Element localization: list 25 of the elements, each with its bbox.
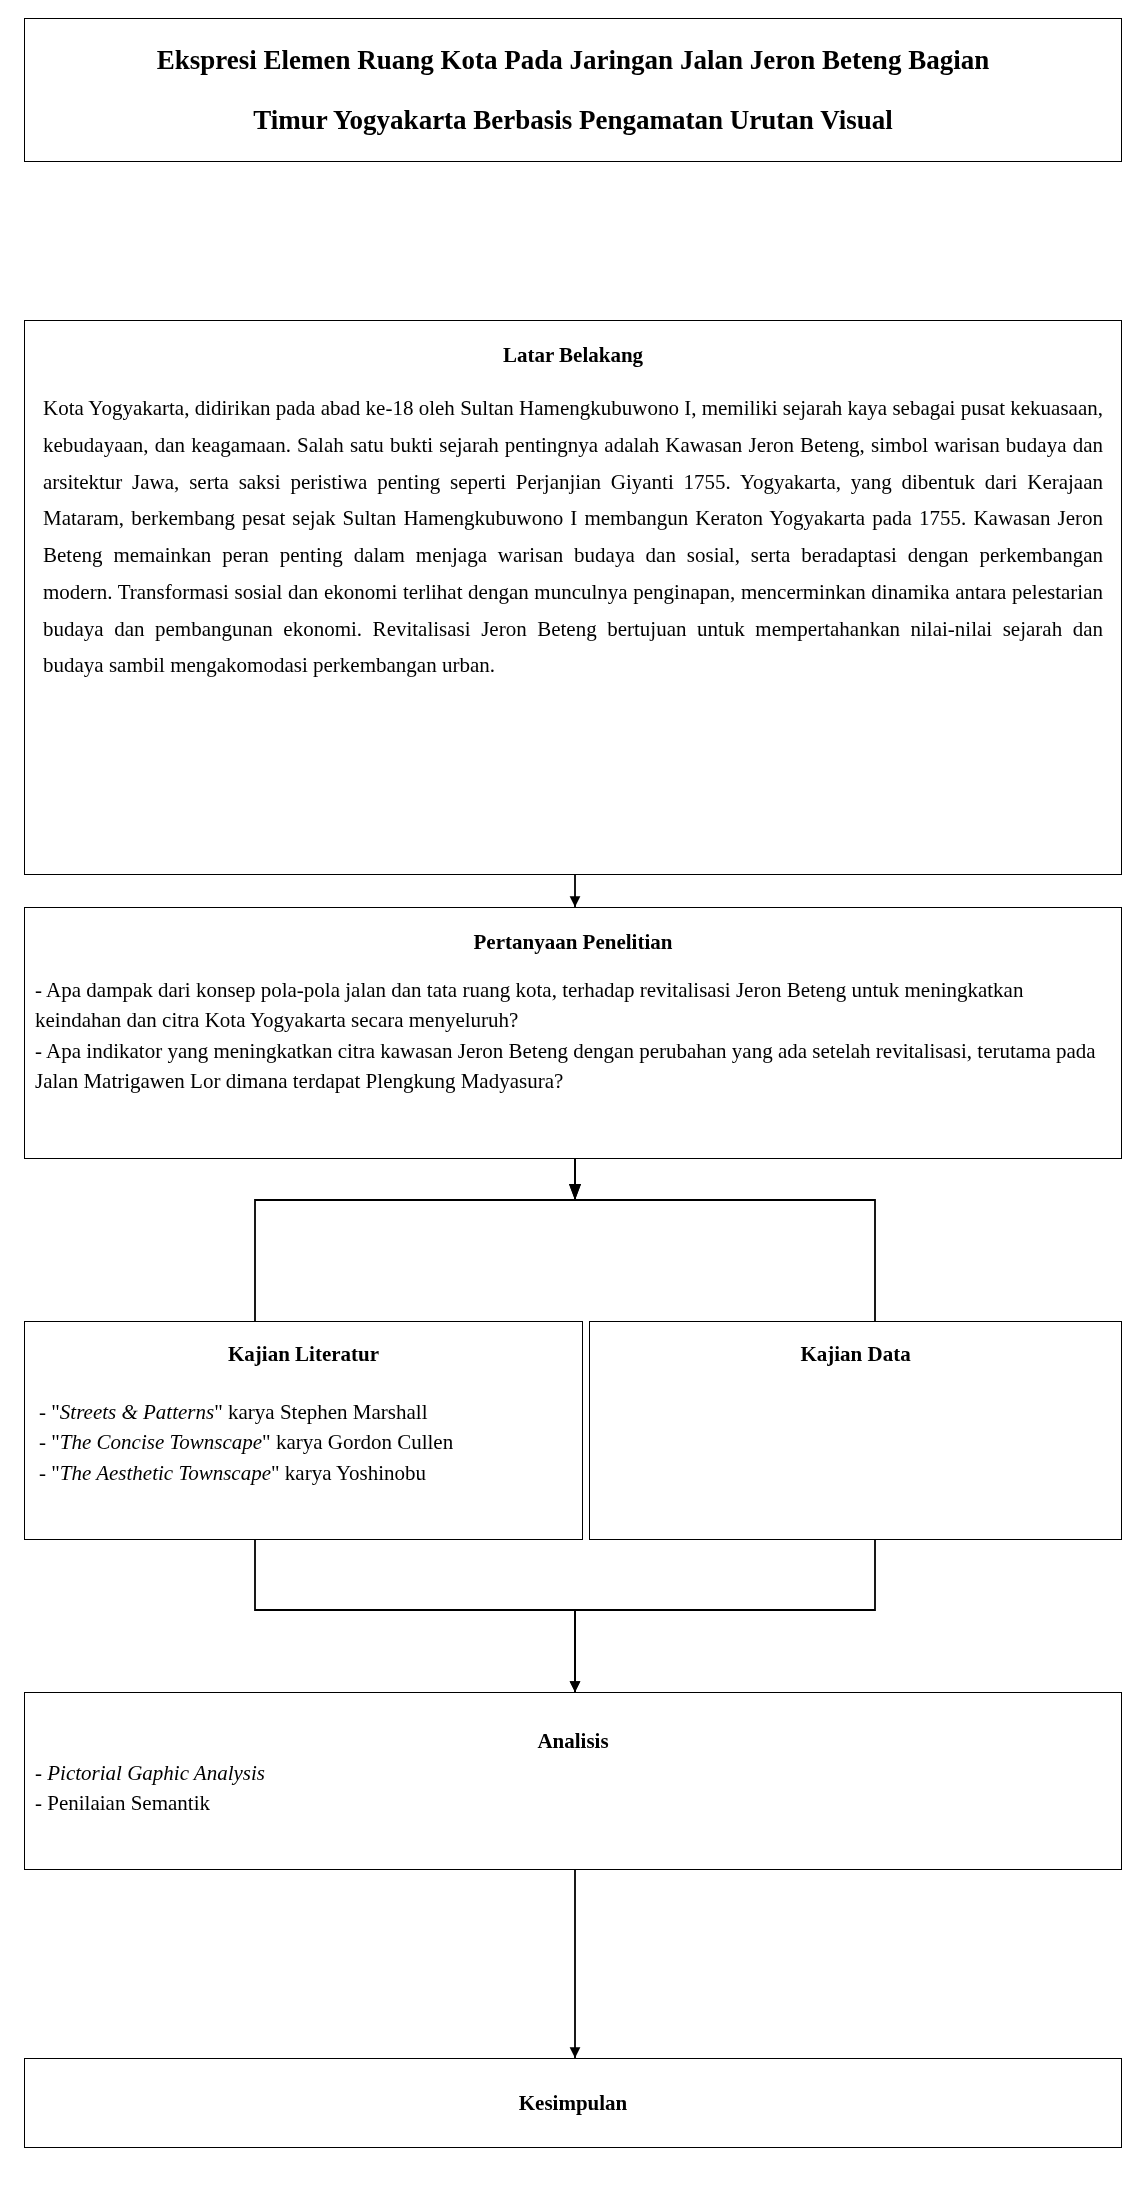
arrow <box>569 1869 581 2059</box>
box-text: - "The Concise Townscape" karya Gordon Cullen <box>39 1429 455 1457</box>
arrow <box>569 874 581 908</box>
process-box <box>24 320 1122 875</box>
process-box <box>24 2058 1122 2148</box>
box-text: - "Streets & Patterns" karya Stephen Marshall <box>39 1399 429 1426</box>
box-heading: Kajian Literatur <box>226 1342 381 1367</box>
arrow <box>569 1158 876 1322</box>
box-text: Kota Yogyakarta, didirikan pada abad ke-18 oleh Sultan Hamengkubuwono I, memiliki sejarah kaya sebagai pusat kekuasaan, kebudayaan, dan keagamaan. Salah satu bukti sejarah pentingnya adalah Kawasan Jeron Beteng, simbol warisan budaya dan arsitektur Jawa, serta saksi peristiwa penting seperti Perjanjian Giyanti 1755. Yogyakarta, yang dibentuk dari Kerajaan Mataram, berkembang pesat sejak Sultan Hamengkubuwono I membangun Keraton Yogyakarta pada 1755. Kawasan Jeron Beteng memainkan peran penting dalam menjaga warisan budaya dan sosial, serta beradaptasi dengan perkembangan modern. Transformasi sosial dan ekonomi terlihat dengan munculnya penginapan, mencerminkan dinamika antara pelestarian budaya dan pembangunan ekonomi. Revitalisasi Jeron Beteng bertujuan untuk mempertahankan nilai-nilai sejarah dan budaya sambil mengakomodasi perkembangan urban. <box>43 395 1103 680</box>
box-heading: Analisis <box>536 1729 610 1754</box>
process-box <box>24 1692 1122 1870</box>
box-text: - Pictorial Gaphic Analysis <box>35 1760 266 1787</box>
box-text: - "The Aesthetic Townscape" karya Yoshinobu <box>39 1459 427 1487</box>
box-heading: Kajian Data <box>799 1342 912 1367</box>
box-heading: Kesimpulan <box>517 2090 629 2116</box>
box-text: - Penilaian Semantik <box>35 1790 211 1818</box>
box-heading: Latar Belakang <box>501 343 645 368</box>
box-text: - Apa dampak dari konsep pola-pola jalan dan tata ruang kota, terhadap revitalisasi Jeron Beteng untuk meningkatkan keindahan dan citra Kota Yogyakarta secara menyeluruh? <box>35 977 1025 1035</box>
box-heading: Pertanyaan Penelitian <box>472 930 674 955</box>
process-box <box>24 907 1122 1159</box>
arrow <box>569 1539 876 1693</box>
box-text: - Apa indikator yang meningkatkan citra kawasan Jeron Beteng dengan perubahan yang ada setelah revitalisasi, terutama pada Jalan Matrigawen Lor dimana terdapat Plengkung Madyasura? <box>35 1037 1097 1096</box>
title: Ekspresi Elemen Ruang Kota Pada Jaringan Jalan Jeron Beteng Bagian Timur Yogyakarta Berbasis Pengamatan Urutan Visual <box>155 44 991 137</box>
process-box <box>589 1321 1122 1540</box>
process-box <box>24 1321 583 1540</box>
